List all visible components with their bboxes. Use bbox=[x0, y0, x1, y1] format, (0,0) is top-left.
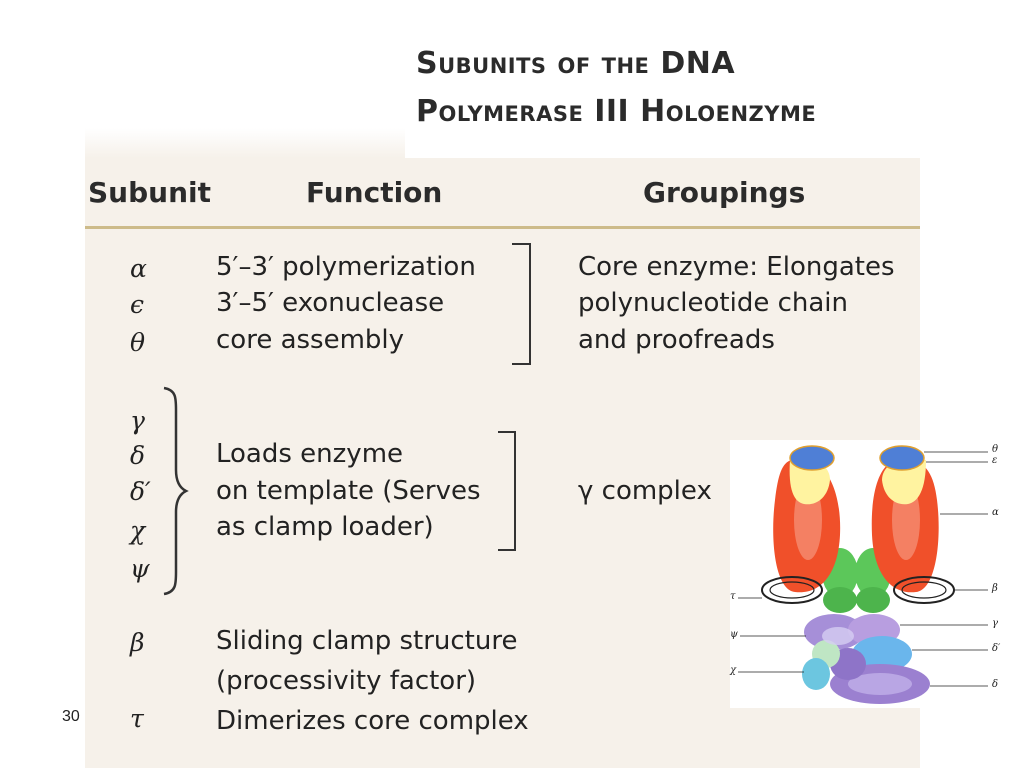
function-alpha: 5′–3′ polymerization bbox=[216, 252, 476, 282]
symbol-delta-prime: δ′ bbox=[130, 477, 151, 506]
diagram-label-alpha: α bbox=[992, 507, 999, 518]
title-line-1: Subunits of the DNA bbox=[416, 46, 736, 81]
theta-right bbox=[879, 445, 925, 471]
grouping-core-1: Core enzyme: Elongates bbox=[578, 252, 895, 282]
header-function: Function bbox=[306, 176, 443, 209]
grouping-core-2: polynucleotide chain bbox=[578, 288, 848, 318]
diagram-label-theta: θ bbox=[992, 444, 999, 455]
function-loader-3: as clamp loader) bbox=[216, 512, 434, 542]
loader-bracket bbox=[498, 431, 516, 551]
holoenzyme-illustration bbox=[738, 445, 988, 704]
diagram-label-epsilon: ε bbox=[992, 455, 998, 466]
grouping-gamma-complex: γ complex bbox=[578, 476, 712, 506]
function-loader-1: Loads enzyme bbox=[216, 439, 404, 469]
theta-left bbox=[789, 445, 835, 471]
beta-left bbox=[761, 576, 823, 604]
diagram-label-delta-prime: δ′ bbox=[992, 643, 1001, 654]
symbol-delta: δ bbox=[130, 441, 146, 470]
symbol-chi: χ bbox=[130, 516, 146, 545]
gamma-complex bbox=[802, 614, 930, 704]
symbol-beta: β bbox=[130, 628, 145, 657]
title-line-2: Polymerase III Holoenzyme bbox=[416, 94, 817, 129]
holoenzyme-diagram: θ ε α β τ γ ψ δ′ χ δ bbox=[730, 440, 1024, 708]
page-number: 30 bbox=[62, 708, 80, 725]
panel-top-strip bbox=[85, 128, 405, 158]
symbol-tau: τ bbox=[130, 704, 144, 733]
core-bracket bbox=[512, 243, 531, 365]
leader-lines bbox=[738, 451, 988, 687]
slide-title: Subunits of the DNA Polymerase III Holoe… bbox=[416, 40, 976, 136]
beta-right-inner bbox=[901, 581, 947, 599]
beta-left-inner bbox=[769, 581, 815, 599]
symbol-theta: θ bbox=[130, 328, 146, 357]
symbol-gamma: γ bbox=[130, 406, 145, 435]
grouping-core-3: and proofreads bbox=[578, 325, 775, 355]
function-beta-1: Sliding clamp structure bbox=[216, 626, 518, 656]
diagram-label-delta: δ bbox=[992, 679, 999, 690]
symbol-epsilon: ϵ bbox=[130, 290, 145, 319]
gamma-brace bbox=[163, 386, 189, 596]
diagram-label-chi: χ bbox=[730, 665, 737, 676]
header-rule bbox=[85, 226, 920, 229]
function-theta: core assembly bbox=[216, 325, 405, 355]
header-groupings: Groupings bbox=[643, 176, 806, 209]
function-tau: Dimerizes core complex bbox=[216, 706, 529, 736]
diagram-label-gamma: γ bbox=[992, 618, 998, 629]
diagram-label-beta: β bbox=[992, 583, 998, 594]
diagram-label-psi: ψ bbox=[730, 629, 738, 640]
function-loader-2: on template (Serves bbox=[216, 476, 481, 506]
diagram-label-tau: τ bbox=[730, 591, 736, 602]
header-subunit: Subunit bbox=[88, 176, 211, 209]
symbol-alpha: α bbox=[130, 254, 147, 283]
function-epsilon: 3′–5′ exonuclease bbox=[216, 288, 445, 318]
symbol-psi: ψ bbox=[130, 554, 150, 583]
function-beta-2: (processivity factor) bbox=[216, 666, 477, 696]
